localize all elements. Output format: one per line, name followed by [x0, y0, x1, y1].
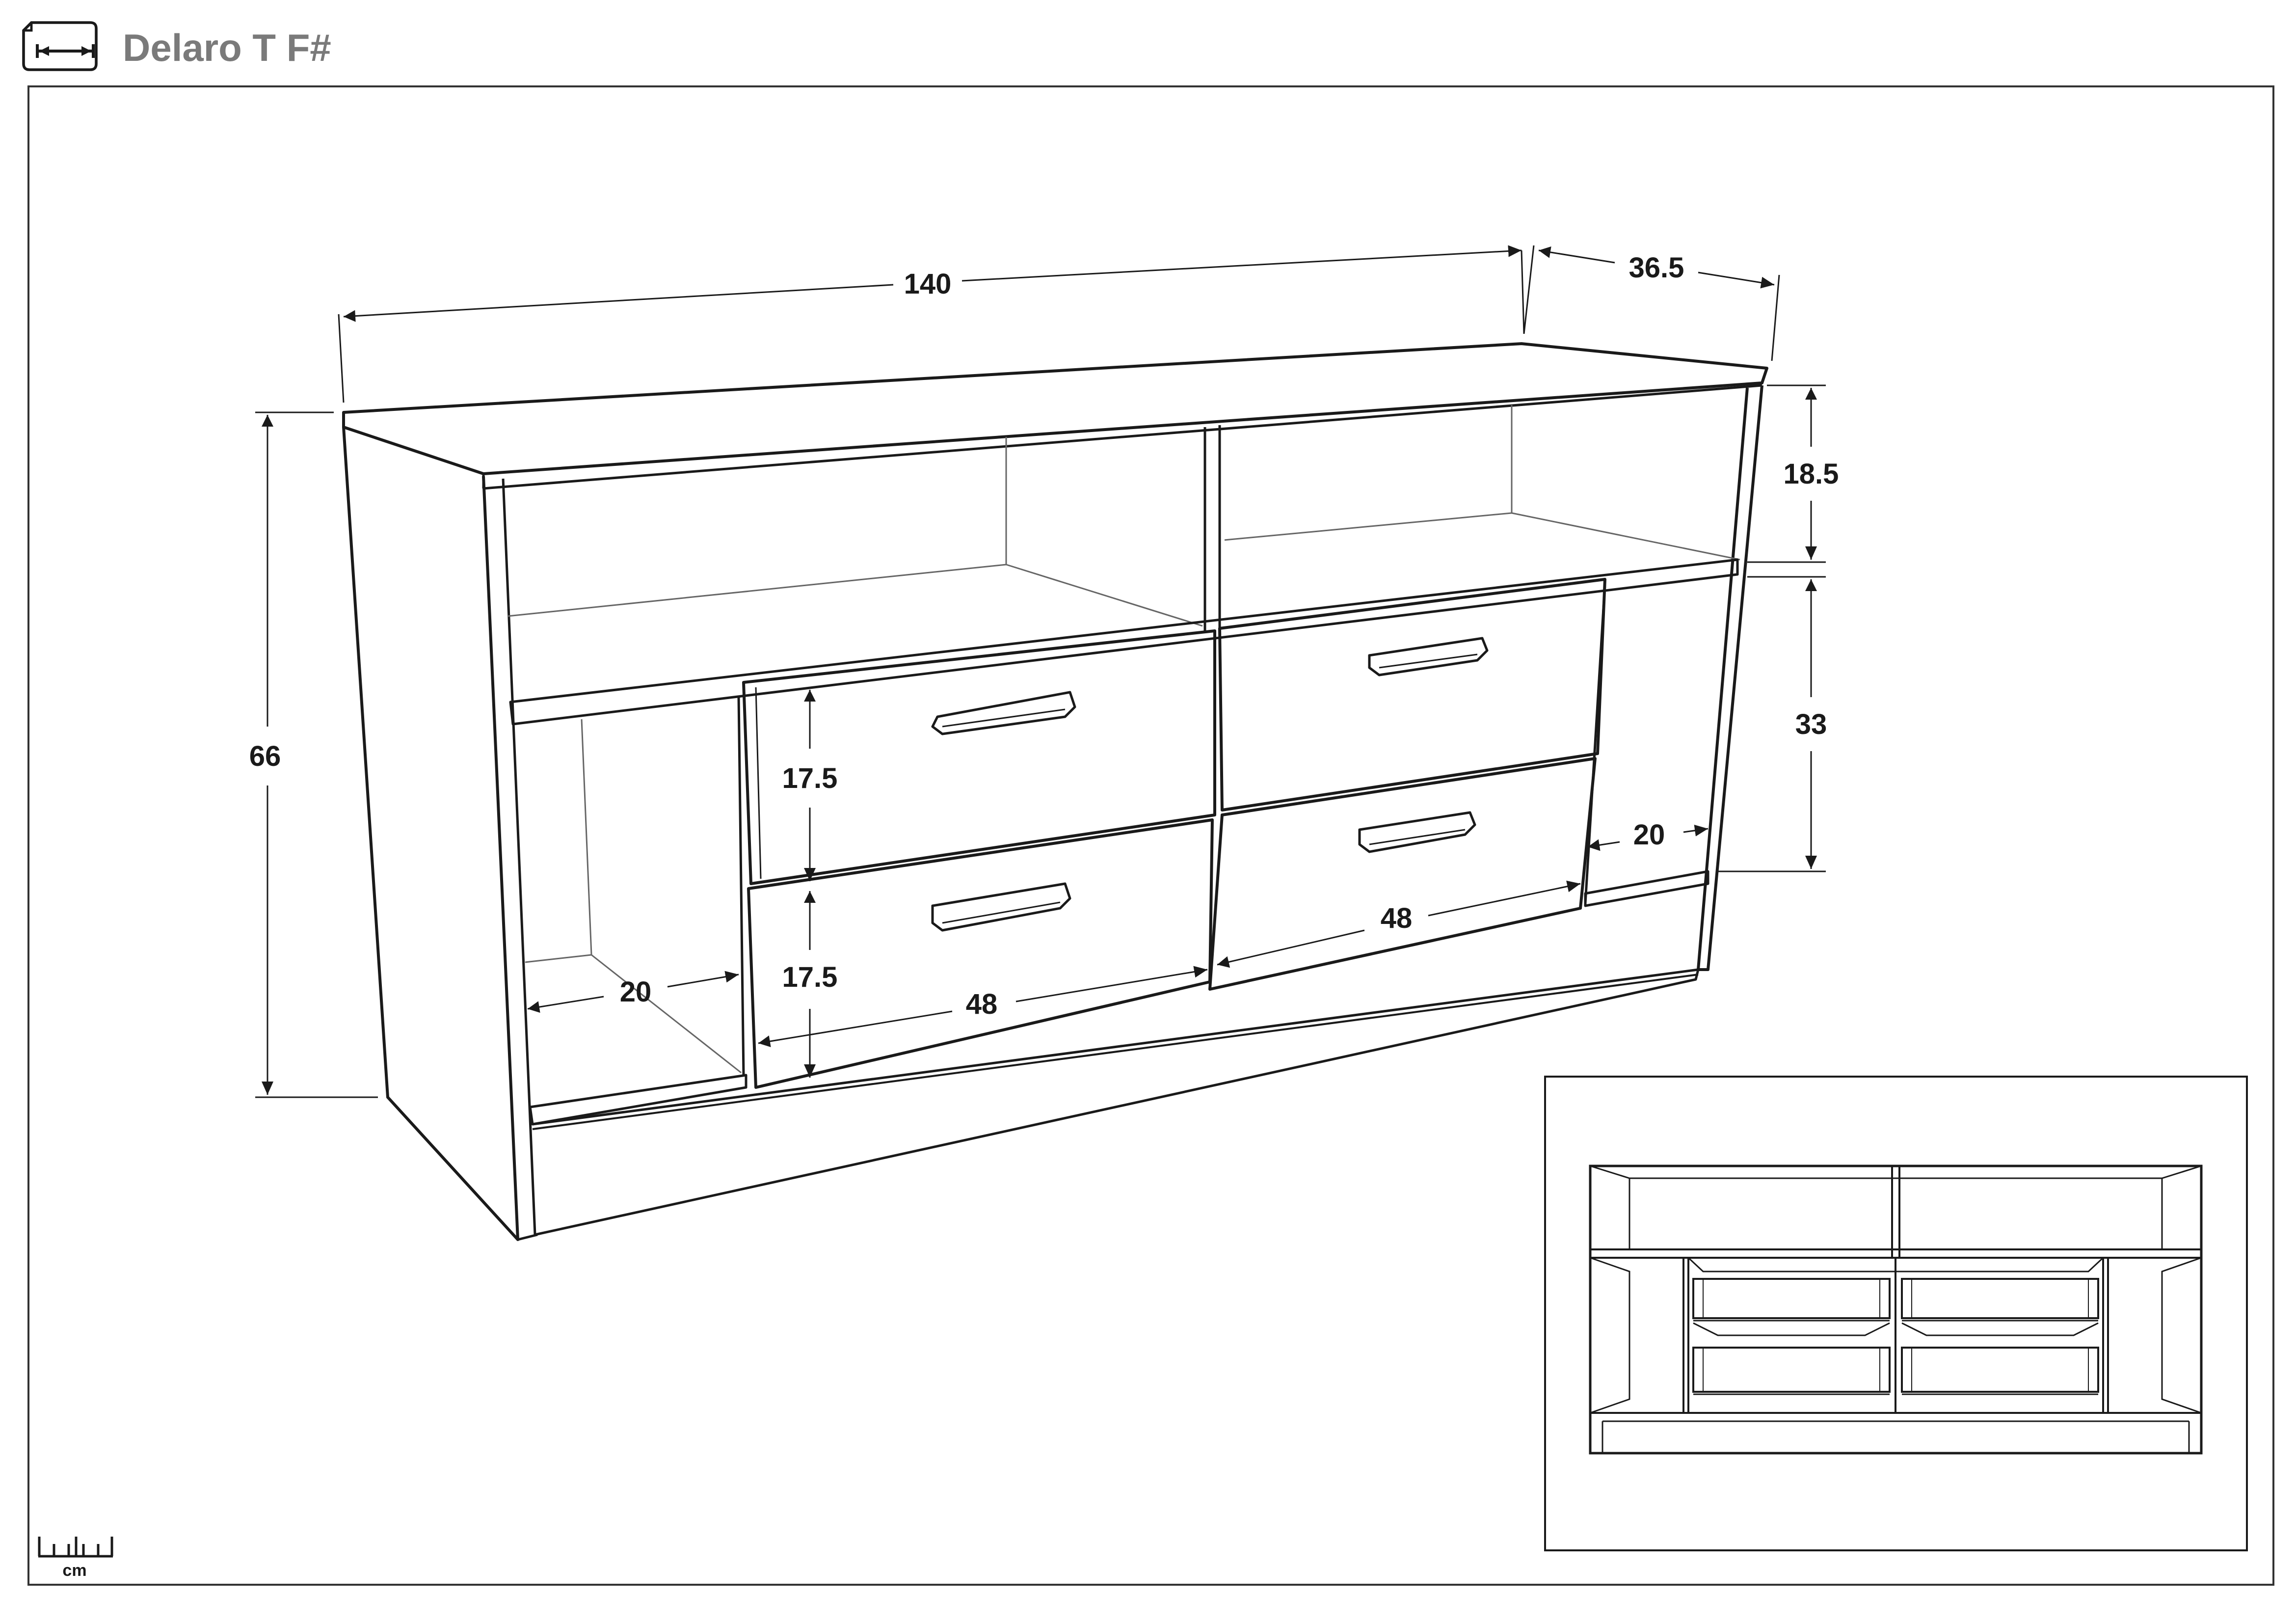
shelf-back-left-h [507, 564, 1007, 617]
front-view-inset [1544, 1076, 2248, 1551]
left-comp-back-diag [591, 954, 742, 1074]
drawer-top-left[interactable] [742, 629, 1216, 885]
dim-drawer-height-lower: 17.5 [782, 961, 838, 993]
left-comp-back-v [581, 719, 592, 955]
dimension-labels: 140 36.5 66 18.5 33 17.5 17.5 48 48 20 2… [249, 252, 1839, 1020]
dimension-lines [255, 245, 1826, 1098]
drawer-handle-top-left[interactable] [931, 691, 1076, 735]
tv-stand-perspective [342, 342, 1768, 1241]
drawer-handle-bottom-left[interactable] [931, 882, 1071, 932]
inset-frame [1544, 1076, 2248, 1551]
dim-depth: 36.5 [1629, 252, 1684, 284]
dim-height: 66 [249, 740, 281, 772]
plinth-left-edge [517, 1233, 538, 1241]
top-board [342, 342, 1768, 475]
plinth-top-line [532, 974, 1699, 1130]
ruler-icon [38, 1537, 113, 1558]
drawer-handle-bottom-right[interactable] [1358, 811, 1476, 853]
dim-drawer-width-left: 48 [966, 988, 998, 1020]
drawer-handle-top-right[interactable] [1368, 637, 1489, 677]
left-bottom-shelf [529, 1074, 748, 1126]
dim-side-compartment-right: 20 [1633, 819, 1665, 851]
right-side-panel [1697, 385, 1763, 971]
dim-width: 140 [904, 268, 952, 300]
dim-top-shelf-height: 18.5 [1784, 458, 1839, 490]
drawing-frame [27, 85, 2274, 1586]
width-dimension-icon [22, 21, 98, 71]
shelf-back-right-h [1224, 512, 1512, 541]
dim-cabinet-height: 33 [1795, 708, 1827, 740]
drawer-bottom-right[interactable] [1208, 757, 1597, 991]
plinth-front [532, 968, 1700, 1236]
drawer-top-right[interactable] [1218, 578, 1606, 812]
scale-unit: cm [62, 1561, 86, 1580]
product-title: Delaro T F# [123, 26, 331, 69]
sheet-header: Delaro T F# [0, 0, 2296, 83]
left-panel-inner-edge [502, 478, 536, 1235]
right-bottom-shelf [1584, 870, 1709, 907]
left-comp-back-h [525, 954, 592, 963]
dim-drawer-height-upper: 17.5 [782, 762, 838, 794]
dim-side-compartment-left: 20 [620, 976, 652, 1008]
left-side-panel [342, 427, 519, 1241]
left-comp-divider [737, 697, 745, 1076]
middle-shelf [509, 558, 1739, 726]
shelf-back-diag-left [1006, 564, 1203, 627]
dim-drawer-width-right: 48 [1381, 902, 1413, 934]
top-board-front-lower [483, 384, 1762, 490]
shelf-back-diag-right [1511, 512, 1740, 561]
